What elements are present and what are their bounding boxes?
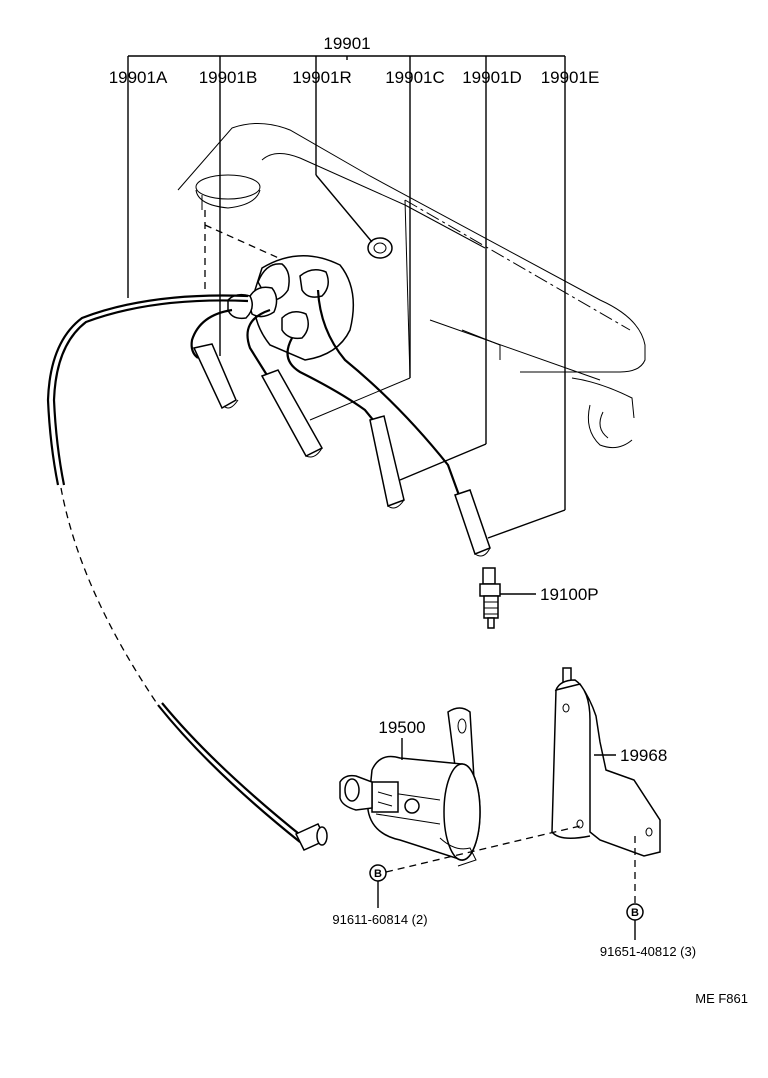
label-spark-plug: 19100P (540, 585, 599, 604)
label-bolt-bracket: 91651-40812 (3) (600, 944, 696, 959)
engine-cylinder-head-outline (177, 123, 646, 449)
label-bracket: 19968 (620, 746, 667, 765)
callout-lines (127, 55, 636, 940)
label-19901r: 19901R (292, 68, 352, 87)
dashed-bolt-alignment (385, 825, 636, 904)
label-19901b: 19901B (199, 68, 258, 87)
grommet (367, 237, 393, 259)
wire-19901a (46, 294, 328, 851)
bolt-marker-bracket: B (626, 903, 644, 921)
ignition-coil (339, 707, 481, 867)
label-19901a: 19901A (109, 68, 168, 87)
wire-19901b (190, 308, 239, 410)
wire-19901e (316, 289, 491, 557)
label-bolt-coil: 91611-60814 (2) (332, 912, 427, 927)
wire-19901d (286, 337, 405, 509)
label-ignition-coil: 19500 (378, 718, 425, 737)
figure-code: ME F861 (695, 991, 748, 1006)
wire-19901c (246, 308, 324, 458)
label-19901: 19901 (323, 34, 370, 53)
svg-text:B: B (631, 907, 639, 919)
bolt-marker-coil: B (369, 864, 387, 882)
label-19901d: 19901D (462, 68, 522, 87)
spark-plug (479, 567, 501, 629)
label-19901e: 19901E (541, 68, 600, 87)
label-19901c: 19901C (385, 68, 445, 87)
svg-text:B: B (374, 868, 382, 880)
